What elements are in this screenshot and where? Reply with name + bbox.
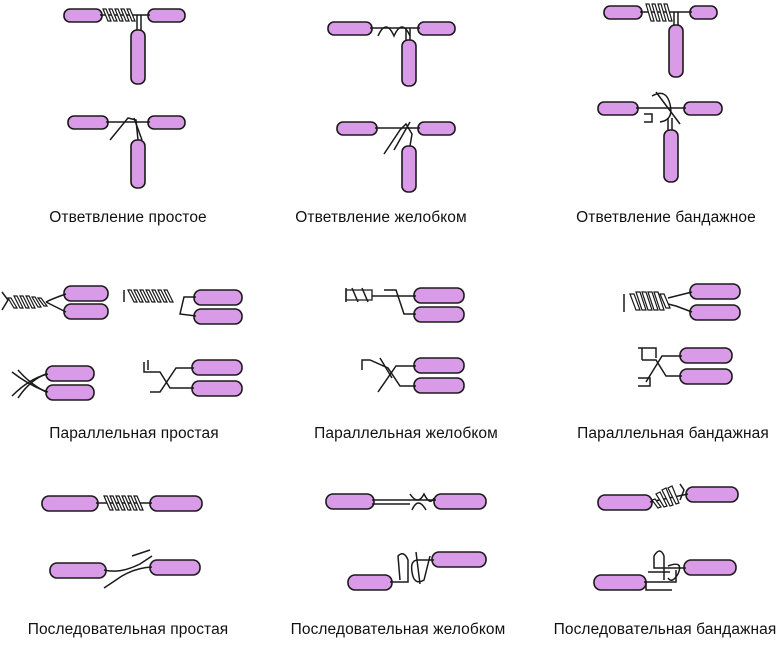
serial-simple-open	[49, 549, 201, 589]
caption-branch-simple: Ответвление простое	[49, 209, 207, 226]
parallel-simple-twisted-left	[1, 285, 109, 320]
branch-bandage-open	[597, 91, 723, 183]
parallel-groove-bottom	[361, 357, 465, 394]
branch-groove-open	[336, 121, 456, 193]
parallel-bandage-top	[623, 283, 741, 321]
parallel-bandage-bottom	[638, 347, 733, 387]
caption-branch-bandage: Ответвление бандажное	[576, 209, 756, 226]
caption-serial-bandage: Последовательная бандажная	[553, 621, 777, 638]
parallel-simple-twisted-right	[123, 289, 243, 325]
branch-simple-open	[67, 115, 186, 189]
caption-parallel-bandage: Параллельная бандажная	[577, 425, 769, 442]
serial-groove-top	[325, 492, 487, 511]
caption-parallel-simple: Параллельная простая	[49, 425, 219, 442]
branch-groove-twisted	[327, 21, 456, 87]
caption-serial-groove: Последовательная желобком	[290, 621, 506, 638]
caption-serial-simple: Последовательная простая	[27, 621, 229, 638]
branch-bandage-twisted	[603, 3, 718, 78]
serial-simple-twisted	[41, 495, 203, 512]
serial-groove-bottom	[347, 551, 487, 591]
branch-simple-twisted	[63, 8, 186, 85]
serial-bandage-bottom	[593, 550, 737, 591]
caption-branch-groove: Ответвление желобком	[295, 209, 467, 226]
parallel-groove-top	[345, 287, 465, 323]
parallel-simple-open-right	[143, 359, 243, 397]
serial-bandage-top	[597, 483, 739, 511]
parallel-simple-open-left	[11, 365, 95, 401]
caption-parallel-groove: Параллельная желобком	[314, 425, 498, 442]
